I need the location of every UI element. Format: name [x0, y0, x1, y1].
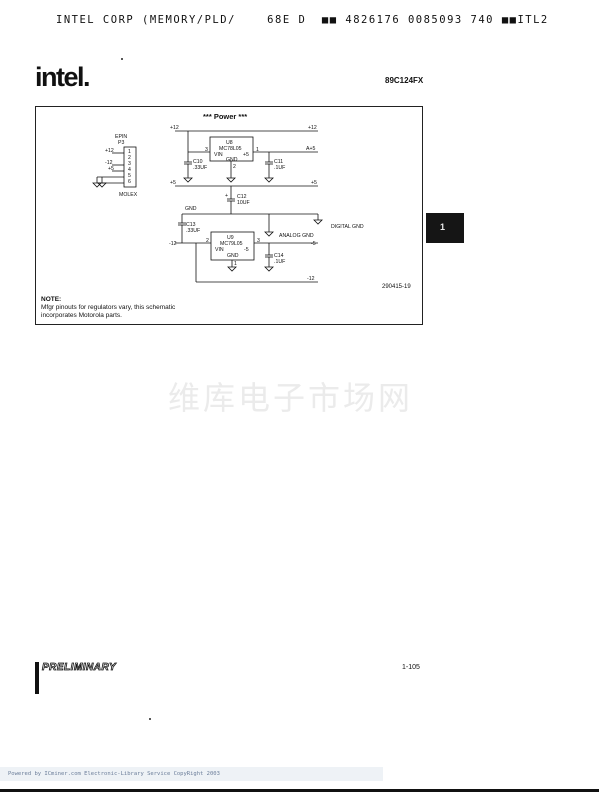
section-tab [426, 213, 464, 243]
figure-frame [35, 106, 423, 325]
scan-speck [121, 58, 123, 60]
u8-pin-gnd: 2 [233, 164, 236, 170]
connector-pin-6: 6 [128, 179, 131, 185]
u9-regulator-body [210, 231, 255, 261]
preliminary-label: PRELIMINARY [42, 662, 117, 674]
u8-vout: +5 [243, 152, 249, 158]
connector-type: MOLEX [119, 192, 138, 198]
connector-net-m12: -12 [105, 160, 113, 166]
preliminary-bar [35, 662, 39, 694]
net-analog-gnd: ANALOG GND [279, 233, 314, 239]
c11-ref: C11 [274, 159, 283, 165]
molex-connector-body [123, 146, 137, 188]
u9-pin-in: 2 [206, 238, 209, 244]
u8-pin-out: 1 [256, 147, 259, 153]
u8-ref: U8 [226, 140, 233, 146]
scan-header-line: INTEL CORP (MEMORY/PLD/ 68E D ■■ 4826176… [56, 14, 549, 26]
c13-ref: C13 [186, 222, 196, 228]
u9-ref: U9 [227, 235, 234, 241]
connector-ref: P3 [118, 140, 124, 146]
power-schematic: EPIN P3 1 2 3 4 5 6 +12 -12 +5 MOLEX +12… [92, 125, 364, 283]
net-digital-gnd: DIGITAL GND [331, 224, 364, 230]
c14-ref: C14 [274, 253, 284, 259]
c13-value: .33UF [186, 228, 200, 234]
u9-part: MC79L05 [220, 241, 243, 247]
page-number: 1-105 [402, 664, 420, 671]
connector-pin-3: 3 [128, 161, 131, 167]
c14-value: .1UF [274, 259, 285, 265]
c12-value: 10UF [237, 200, 250, 206]
c12-polarity-mark: + [225, 193, 228, 199]
net-p5-right: +5 [311, 180, 317, 186]
connector-name: EPIN [115, 134, 127, 140]
watermark: 维库电子市场网 [168, 379, 414, 417]
scan-speck [149, 718, 151, 720]
u8-part: MC78L05 [219, 146, 242, 152]
figure-id: 290415-19 [382, 284, 411, 290]
section-tab-label: 1 [440, 222, 446, 232]
connector-net-p5: +5 [108, 166, 114, 172]
net-gnd: GND [185, 206, 197, 212]
u9-gnd: GND [227, 253, 239, 259]
connector-pin-5: 5 [128, 173, 131, 179]
net-a5: A+5 [306, 146, 315, 152]
u8-pin-in: 3 [205, 147, 208, 153]
c10-value: .33UF [193, 165, 207, 171]
net-p5-left: +5 [170, 180, 176, 186]
c10-ref: C10 [193, 159, 203, 165]
net-p12-right: +12 [308, 125, 317, 131]
net-m12-right: -12 [307, 276, 315, 282]
net-p12-left: +12 [170, 125, 179, 131]
copyright-footer: Powered by ICminer.com Electronic-Librar… [0, 767, 383, 781]
note-text: Mfgr pinouts for regulators vary, this s… [41, 304, 176, 319]
u8-regulator-body [209, 136, 254, 162]
figure-title: *** Power *** [203, 112, 248, 121]
c12-ref: C12 [237, 194, 247, 200]
connector-net-p12: +12 [105, 148, 114, 154]
bottom-rule [0, 789, 599, 792]
intel-logo: intel. [35, 62, 91, 92]
u9-pin-gnd: 1 [234, 261, 237, 267]
part-number: 89C124FX [385, 76, 424, 85]
connector-pin-1: 1 [128, 149, 131, 155]
u8-gnd: GND [226, 157, 238, 163]
u9-vin: VIN [215, 247, 224, 253]
c11-value: .1UF [274, 165, 285, 171]
u9-vout: -5 [244, 247, 249, 253]
connector-pin-2: 2 [128, 155, 131, 161]
u8-vin: VIN [214, 152, 223, 158]
u9-pin-out: 3 [257, 238, 260, 244]
net-m12-left: -12 [169, 241, 177, 247]
note-label: NOTE: [41, 296, 62, 303]
net-m5-right: -5 [311, 241, 316, 247]
connector-pin-4: 4 [128, 167, 131, 173]
